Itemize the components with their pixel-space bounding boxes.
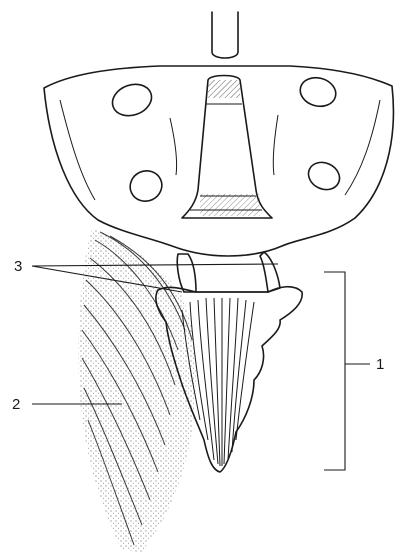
sacral-cornua (177, 252, 280, 292)
label-2: 2 (12, 396, 20, 413)
label-1: 1 (376, 356, 384, 373)
sacrum (44, 66, 393, 256)
spinal-canal-stub (212, 12, 238, 58)
label-3: 3 (14, 258, 22, 275)
coccyx-bracket (324, 272, 345, 470)
